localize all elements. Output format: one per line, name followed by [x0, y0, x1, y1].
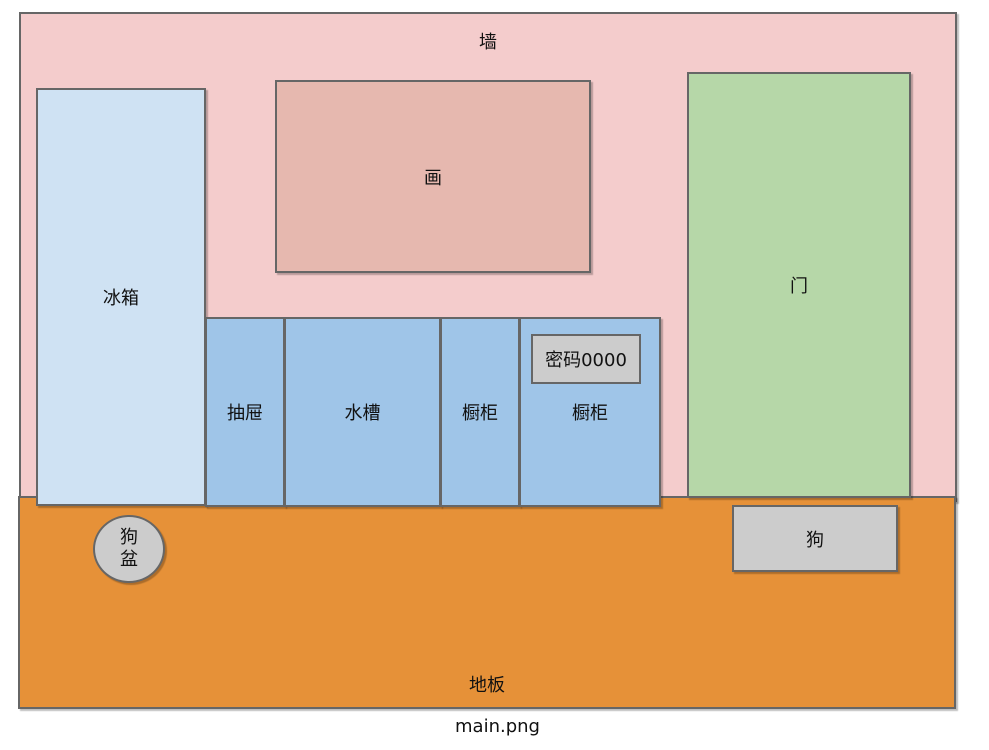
dog: 狗 [732, 505, 898, 572]
sink: 水槽 [284, 317, 441, 507]
dog-label: 狗 [806, 529, 824, 551]
door-label: 门 [790, 276, 808, 297]
sink-label: 水槽 [344, 403, 381, 424]
fridge: 冰箱 [36, 88, 206, 506]
caption: main.png [455, 716, 540, 737]
wall-label: 墙 [479, 32, 497, 53]
painting-label: 画 [424, 167, 442, 189]
cabinet-1: 橱柜 [440, 317, 520, 507]
password-note: 密码0000 [531, 334, 641, 384]
door: 门 [687, 72, 911, 498]
cabinet-1-label: 橱柜 [462, 403, 498, 424]
password-label: 密码0000 [545, 350, 627, 371]
fridge-label: 冰箱 [103, 288, 139, 309]
drawer: 抽屉 [205, 317, 285, 507]
cabinet-2-label: 橱柜 [572, 403, 608, 424]
dog-bowl: 狗 盆 [93, 515, 165, 583]
dog-bowl-label: 狗 盆 [120, 527, 138, 570]
drawer-label: 抽屉 [227, 403, 263, 424]
floor-label: 地板 [469, 675, 505, 696]
painting: 画 [275, 80, 591, 273]
